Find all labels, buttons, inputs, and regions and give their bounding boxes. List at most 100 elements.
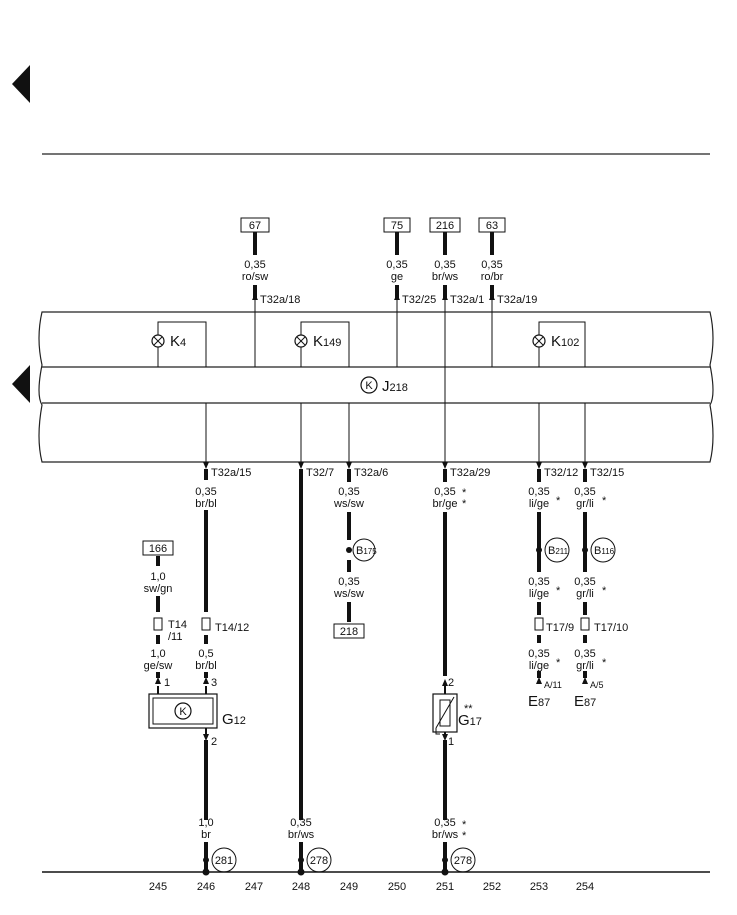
pin-label: T32a/18 [260, 294, 300, 306]
wire-size: 1,0 [198, 817, 213, 829]
svg-text:216: 216 [436, 220, 454, 232]
wire-color: ro/sw [242, 271, 268, 283]
svg-text:253: 253 [530, 881, 548, 893]
page-marker-mid-icon [12, 365, 30, 403]
sensor-g17: G17 ** [432, 686, 482, 735]
wire-size: 0,35 [481, 259, 502, 271]
svg-text:G17: G17 [458, 712, 482, 729]
svg-text:B116: B116 [594, 545, 615, 557]
pin-label: T32a/29 [450, 467, 490, 479]
wire-size: 0,35 [528, 486, 549, 498]
svg-text:T17/10: T17/10 [594, 622, 628, 634]
ground-ref-278-b: 278 [442, 847, 476, 873]
wire-166-labels: 1,0 sw/gn [144, 571, 173, 595]
output-e87-a5: A/5 E87 [574, 680, 604, 710]
sender-g12: K G12 [148, 686, 246, 734]
svg-text:K: K [179, 706, 187, 718]
svg-text:251: 251 [436, 881, 454, 893]
svg-text:2: 2 [211, 736, 217, 748]
wire-size: 0,35 [434, 817, 455, 829]
svg-text:250: 250 [388, 881, 406, 893]
ground-ref-281: 281 [203, 847, 237, 873]
svg-text:166: 166 [149, 543, 167, 555]
wire-size: 0,35 [574, 576, 595, 588]
top-wire-labels: 0,35 ro/sw 0,35 ge 0,35 br/ws 0,35 ro/br… [242, 259, 538, 306]
wire-color: ge [391, 271, 403, 283]
ref-box-67: 67 [240, 217, 270, 233]
bottom-pin-labels: T32a/15 T32/7 T32a/6 T32a/29 T32/12 T32/… [211, 467, 624, 479]
wire-size: 0,35 [434, 486, 455, 498]
pin-arrows-bottom [203, 462, 588, 469]
wire-size: 1,0 [150, 648, 165, 660]
splice-b211: B211 [536, 537, 570, 563]
wire-size: 0,35 [528, 648, 549, 660]
svg-text:*: * [602, 585, 607, 597]
wire-color: gr/li [576, 588, 594, 600]
lamp-k4: K4 [151, 321, 207, 367]
splice-b175: B175 [346, 538, 377, 562]
svg-text:G12: G12 [222, 711, 246, 728]
svg-text:**: ** [464, 703, 473, 715]
ground-ref-278-a: 278 [298, 847, 332, 873]
wire-size: 0,35 [434, 259, 455, 271]
svg-text:/11: /11 [168, 631, 182, 643]
svg-text:A/11: A/11 [544, 680, 562, 690]
ref-box-216: 216 [429, 217, 461, 233]
splice-b116: B116 [582, 537, 616, 563]
page-marker-top-icon [12, 65, 30, 103]
svg-text:63: 63 [486, 220, 498, 232]
internal-lines [205, 403, 586, 462]
wire-size: 0,35 [244, 259, 265, 271]
svg-text:E87: E87 [528, 693, 550, 710]
connector-icons [153, 617, 590, 631]
svg-text:T14: T14 [168, 619, 187, 631]
wire-color: ro/br [481, 271, 504, 283]
svg-text:K149: K149 [313, 333, 341, 350]
svg-text:245: 245 [149, 881, 167, 893]
ref-box-166: 166 [142, 540, 174, 556]
connector-labels: T14 /11 T14/12 T17/9 T17/10 [168, 619, 628, 643]
lamp-k102: K102 [532, 321, 586, 367]
wire-size: 0,35 [338, 486, 359, 498]
svg-text:B175: B175 [356, 545, 377, 557]
wire-size: 0,5 [198, 648, 213, 660]
svg-text:E87: E87 [574, 693, 596, 710]
svg-text:*: * [462, 487, 467, 499]
pin-arrows-lower [155, 677, 588, 741]
svg-text:K: K [365, 380, 373, 392]
pin-number-labels: 1 3 2 2 1 [164, 677, 454, 748]
wire-size: 0,35 [386, 259, 407, 271]
top-wires [253, 232, 494, 462]
wire-color: li/ge [529, 660, 549, 672]
svg-text:75: 75 [391, 220, 403, 232]
svg-text:*: * [462, 498, 467, 510]
svg-text:278: 278 [310, 855, 328, 867]
wire-size: 0,35 [574, 486, 595, 498]
svg-text:*: * [556, 585, 561, 597]
ref-box-75: 75 [383, 217, 411, 233]
wire-color: ws/sw [333, 588, 364, 600]
svg-text:67: 67 [249, 220, 261, 232]
svg-text:254: 254 [576, 881, 594, 893]
mid-wire-labels: 0,35 br/bl 0,35 ws/sw 0,35 br/ge 0,35 li… [195, 486, 607, 510]
wire-color: br/ws [288, 829, 315, 841]
svg-text:*: * [556, 657, 561, 669]
pin-label: T32/25 [402, 294, 436, 306]
wire-color: br/ge [432, 498, 457, 510]
svg-text:247: 247 [245, 881, 263, 893]
wire-color: br/bl [195, 660, 216, 672]
wire-color: li/ge [529, 588, 549, 600]
wire-color: br/ws [432, 829, 459, 841]
svg-text:T14/12: T14/12 [215, 622, 249, 634]
pin-label: T32a/15 [211, 467, 251, 479]
lower-wires [156, 469, 587, 872]
control-unit-housing [38, 311, 714, 463]
column-numbers: 245 246 247 248 249 250 251 252 253 254 [149, 881, 594, 893]
svg-text:249: 249 [340, 881, 358, 893]
ref-box-218: 218 [333, 623, 365, 639]
svg-text:218: 218 [340, 626, 358, 638]
wire-color: br/bl [195, 498, 216, 510]
wire-color: br [201, 829, 211, 841]
svg-text:2: 2 [448, 677, 454, 689]
